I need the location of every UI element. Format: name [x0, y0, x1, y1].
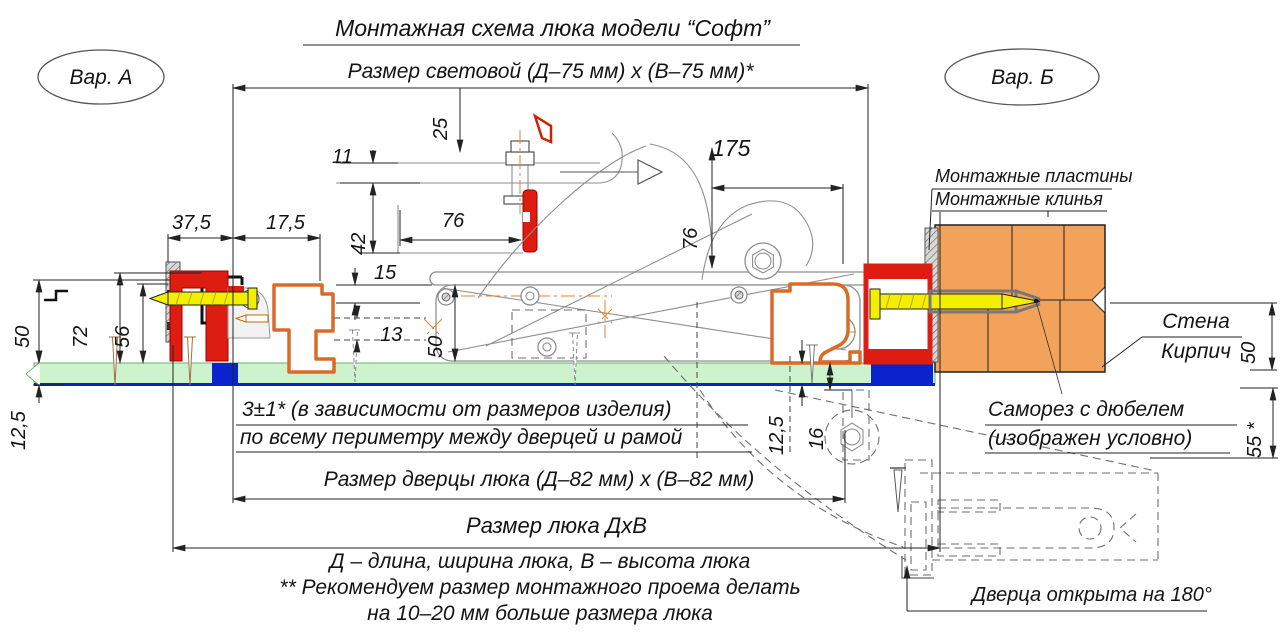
variant-a-bubble [37, 49, 165, 105]
label-mounting-wedges: Монтажные клинья [935, 189, 1103, 209]
inner-clip-profile [272, 283, 336, 374]
dim-hatch-size: Размер люка ДхВ [466, 513, 647, 538]
label-door-open: Дверца открыта на 180° [972, 584, 1212, 606]
dim-55: 55 * [1244, 422, 1266, 458]
label-gap-line1: 3±1* (в зависимости от размеров изделия) [242, 398, 672, 421]
variant-a-label: Вар. А [69, 66, 133, 89]
right-frame-profile [863, 263, 933, 365]
dim-50-mid: 50 [425, 335, 447, 358]
left-anchor-screw [148, 287, 258, 310]
dim-76-top: 76 [442, 210, 465, 232]
note-line3: на 10–20 мм больше размера люка [367, 602, 713, 625]
label-wall-line1: Стена [1162, 310, 1230, 333]
label-wall-line2: Кирпич [1161, 340, 1231, 363]
dim-15: 15 [374, 262, 397, 284]
dim-76-mid: 76 [680, 227, 702, 250]
right-anchor-screw [869, 288, 1063, 395]
open-door-dashed [824, 389, 1159, 579]
variant-b-bubble [944, 48, 1100, 106]
variant-b-label: Вар. Б [991, 66, 1054, 89]
dim-16: 16 [806, 427, 828, 450]
door-profile [770, 282, 862, 365]
dim-door-size: Размер дверцы люка (Д–82 мм) х (В–82 мм) [323, 468, 755, 491]
dim-175: 175 [712, 135, 751, 161]
small-adjustment-screw [234, 314, 269, 323]
dim-12-5-right: 12,5 [766, 416, 788, 455]
mounting-wedge-right [871, 363, 933, 384]
dim-56: 56 [112, 325, 134, 348]
dim-42: 42 [348, 232, 370, 255]
dim-17-5: 17,5 [266, 212, 305, 234]
mounting-wedge-left [212, 363, 238, 384]
dim-light-size: Размер световой (Д–75 мм) х (В–75 мм)* [347, 60, 754, 83]
dim-50-left: 50 [12, 325, 34, 348]
label-gap-line2: по всему периметру между дверцей и рамой [240, 426, 683, 449]
dim-72: 72 [70, 325, 92, 348]
detail-section [336, 113, 664, 254]
dimension-lines [33, 44, 1278, 612]
label-mounting-plates: Монтажные пластины [935, 166, 1133, 186]
drywall-screws [109, 329, 818, 386]
note-line1: Д – длина, ширина люка, В – высота люка [329, 550, 751, 573]
dim-37-5: 37,5 [172, 212, 211, 234]
page-title: Монтажная схема люка модели “Софт” [335, 15, 770, 41]
dim-12-5-left: 12,5 [8, 411, 30, 450]
label-screw-line2: (изображен условно) [988, 427, 1193, 450]
dim-25: 25 [430, 117, 452, 140]
note-line2: ** Рекомендуем размер монтажного проема … [279, 576, 801, 599]
dim-13: 13 [380, 324, 403, 346]
label-screw-line1: Саморез с дюбелем [988, 398, 1185, 421]
drywall-sheet [25, 361, 936, 387]
hinge-mechanism [423, 143, 1157, 561]
dim-11: 11 [332, 146, 353, 168]
